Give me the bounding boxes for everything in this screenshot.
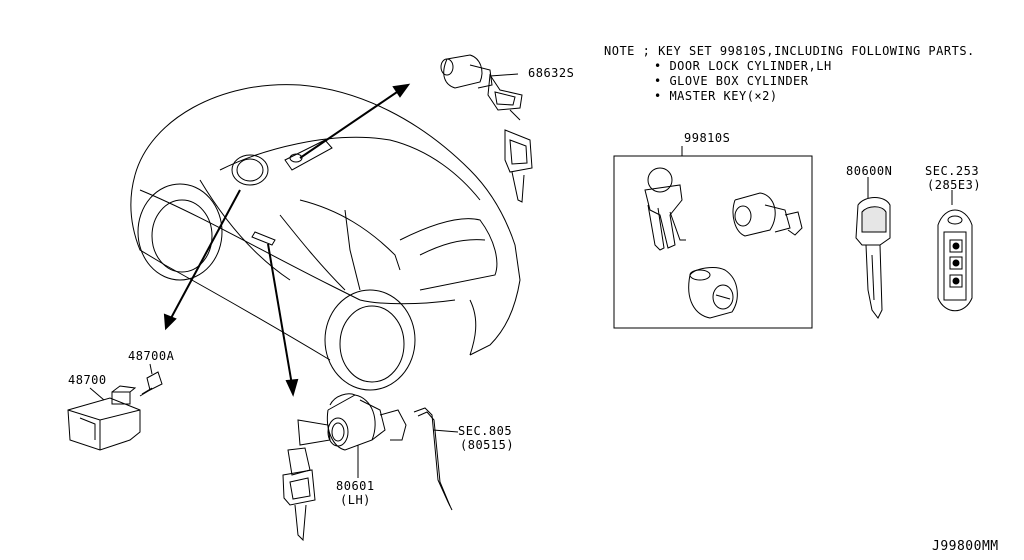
vehicle-outline — [130, 84, 521, 361]
section-sublabel-80515: (80515) — [460, 438, 515, 452]
screw-48700a — [139, 371, 163, 397]
door-lock-cylinder-in-set — [732, 192, 803, 237]
glove-box-cylinder-68632s — [440, 54, 533, 203]
glove-box-cylinder-in-set — [688, 267, 738, 319]
leader-lines — [89, 73, 953, 478]
door-lock-cylinder-80601 — [282, 393, 407, 542]
part-label-48700: 48700 — [68, 373, 107, 387]
intelligent-key-fob — [937, 209, 973, 312]
section-label-805: SEC.805 — [458, 424, 513, 438]
section-sublabel-285e3: (285E3) — [927, 178, 982, 192]
section-label-253: SEC.253 — [925, 164, 980, 178]
note-item-glove-box: • GLOVE BOX CYLINDER — [654, 74, 809, 88]
rear-wheel — [324, 289, 416, 391]
arrow-to-80601 — [267, 243, 299, 397]
key-blank-80600n — [855, 197, 891, 319]
part-sublabel-lh: (LH) — [340, 493, 371, 507]
note-item-master-key: • MASTER KEY(×2) — [654, 89, 778, 103]
master-keys — [644, 167, 686, 251]
diagram-id: J99800MM — [932, 539, 999, 554]
note-item-door-lock: • DOOR LOCK CYLINDER,LH — [654, 59, 832, 73]
front-wheel — [137, 183, 223, 281]
module-48700 — [67, 385, 141, 451]
part-label-68632s: 68632S — [528, 66, 575, 80]
part-label-80601: 80601 — [336, 479, 375, 493]
note-line-1: NOTE ; KEY SET 99810S,INCLUDING FOLLOWIN… — [604, 44, 975, 58]
part-label-99810s: 99810S — [684, 131, 731, 145]
arrow-to-68632s — [299, 83, 411, 159]
part-label-48700a: 48700A — [128, 349, 175, 363]
arrow-to-48700 — [163, 189, 241, 331]
key-set-box — [613, 155, 813, 329]
part-label-80600n: 80600N — [846, 164, 893, 178]
lock-rod-sec805 — [413, 407, 459, 511]
